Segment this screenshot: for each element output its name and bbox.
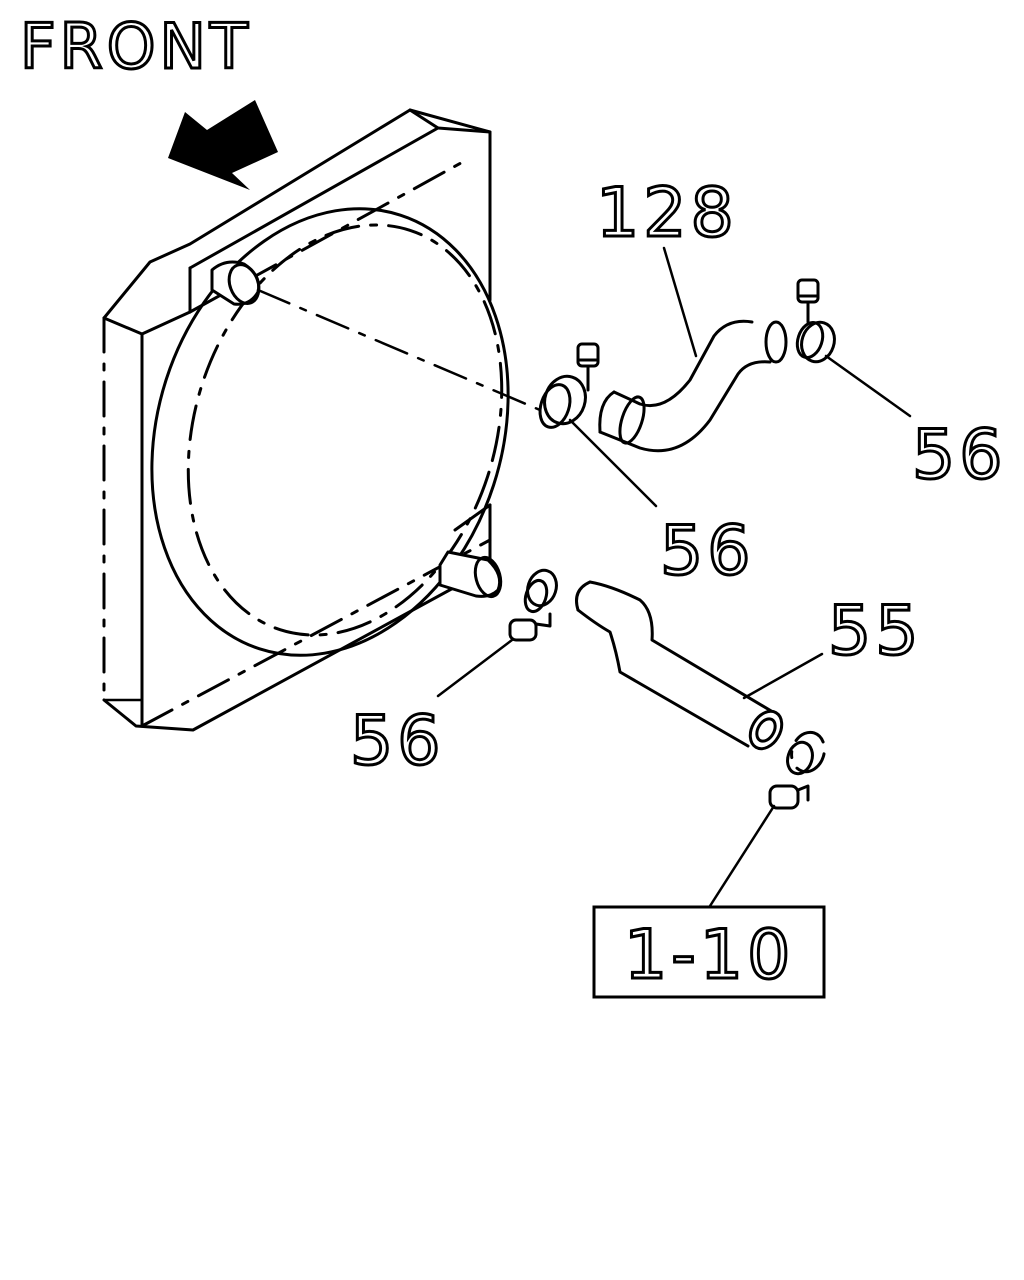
upper-hose bbox=[598, 319, 788, 453]
upper-clamp-left bbox=[538, 342, 600, 429]
reference-box: 1-10 bbox=[592, 905, 826, 999]
leader-128 bbox=[662, 246, 698, 358]
callout-56-right: 56 bbox=[912, 416, 1007, 495]
lower-clamp-right bbox=[768, 730, 826, 810]
reference-label: 1-10 bbox=[624, 916, 794, 995]
callout-55: 55 bbox=[828, 592, 923, 671]
callout-56-lower: 56 bbox=[350, 702, 445, 781]
lower-outlet-pipe bbox=[438, 550, 503, 599]
front-direction-arrow bbox=[168, 100, 278, 190]
callout-128: 128 bbox=[596, 174, 738, 253]
callout-56-upper-left: 56 bbox=[660, 512, 755, 591]
upper-inlet-pipe bbox=[210, 260, 261, 306]
lower-hose bbox=[575, 580, 784, 751]
radiator bbox=[102, 108, 510, 732]
upper-clamp-right bbox=[795, 278, 836, 364]
leader-56-lower bbox=[436, 638, 514, 698]
leader-56-right bbox=[824, 354, 912, 418]
leader-1-10 bbox=[708, 804, 776, 908]
upper-connection-line bbox=[256, 288, 542, 412]
leader-55 bbox=[742, 652, 824, 700]
front-heading: FRONT bbox=[20, 10, 252, 83]
leader-56-upper-left bbox=[568, 418, 658, 508]
lower-clamp-left bbox=[508, 568, 558, 642]
